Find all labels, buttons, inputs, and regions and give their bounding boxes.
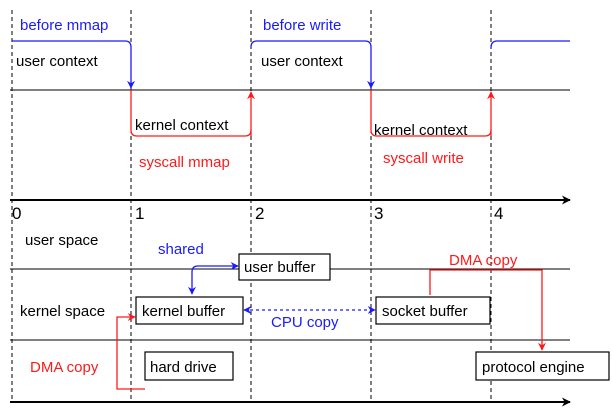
shared-mapping-arrow (188, 262, 239, 295)
socket-buffer-box: socket buffer (375, 296, 491, 325)
tick-label-2: 2 (255, 204, 264, 223)
hard-drive-box: hard drive (144, 351, 234, 381)
tick-label-1: 1 (135, 204, 144, 223)
user-context-path-1 (12, 40, 135, 89)
user-buffer-box: user buffer (238, 253, 331, 281)
kernel-context-label-2: kernel context (374, 122, 468, 139)
tick-label-4: 4 (494, 204, 503, 223)
kernel-context-label-1: kernel context (135, 117, 229, 134)
dma-copy-from-disk-arrow (116, 313, 145, 390)
tick-label-0: 0 (12, 204, 21, 223)
user-context-label-2: user context (261, 53, 344, 70)
cpu-copy-label: CPU copy (271, 314, 339, 331)
user-context-label-1: user context (16, 53, 99, 70)
user-context-path-2 (250, 40, 375, 89)
kernel-buffer-box: kernel buffer (135, 296, 244, 325)
syscall-write-label: syscall write (383, 150, 464, 167)
user-space-label: user space (25, 232, 98, 249)
dma-copy-to-protocol-arrow (429, 269, 546, 351)
kernel-buffer-label: kernel buffer (142, 303, 225, 320)
socket-buffer-label: socket buffer (382, 303, 468, 320)
dma-copy-label-top: DMA copy (449, 252, 518, 269)
before-mmap-label: before mmap (20, 17, 108, 34)
kernel-context-path-1 (130, 90, 252, 137)
protocol-engine-label: protocol engine (482, 359, 585, 376)
kernel-space-label: kernel space (20, 303, 105, 320)
protocol-engine-box: protocol engine (475, 351, 610, 381)
dma-copy-label-left: DMA copy (30, 359, 99, 376)
tick-label-3: 3 (374, 204, 383, 223)
shared-label: shared (158, 241, 204, 258)
user-buffer-label: user buffer (244, 259, 315, 276)
before-write-label: before write (263, 17, 341, 34)
user-context-path-3 (490, 40, 570, 49)
kernel-context-path-2 (370, 90, 492, 137)
syscall-mmap-label: syscall mmap (139, 154, 230, 171)
hard-drive-label: hard drive (150, 359, 217, 376)
